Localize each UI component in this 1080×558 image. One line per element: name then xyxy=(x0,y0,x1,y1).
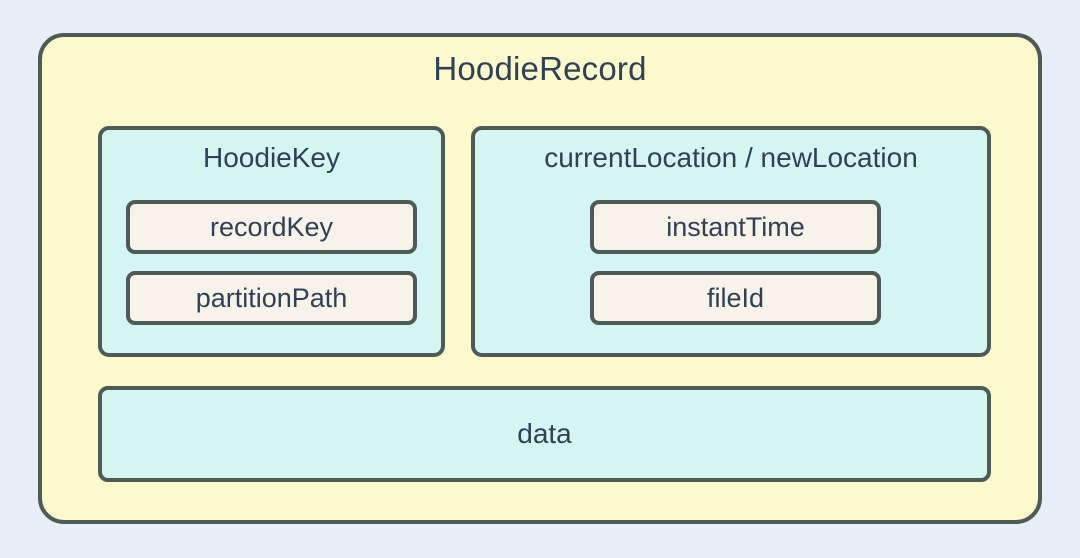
hoodie-record-title: HoodieRecord xyxy=(433,50,647,87)
hoodie-record-container: HoodieRecord HoodieKey recordKey partiti… xyxy=(38,33,1042,524)
panel-location-title: currentLocation / newLocation xyxy=(544,142,918,173)
panel-hoodie-key: HoodieKey recordKey partitionPath xyxy=(98,126,445,357)
field-file-id: fileId xyxy=(590,271,881,325)
panel-hoodie-key-title: HoodieKey xyxy=(203,142,340,173)
field-instant-time: instantTime xyxy=(590,200,881,254)
field-partition-path: partitionPath xyxy=(126,271,417,325)
field-data: data xyxy=(98,386,991,482)
panel-location: currentLocation / newLocation instantTim… xyxy=(471,126,991,357)
field-record-key: recordKey xyxy=(126,200,417,254)
